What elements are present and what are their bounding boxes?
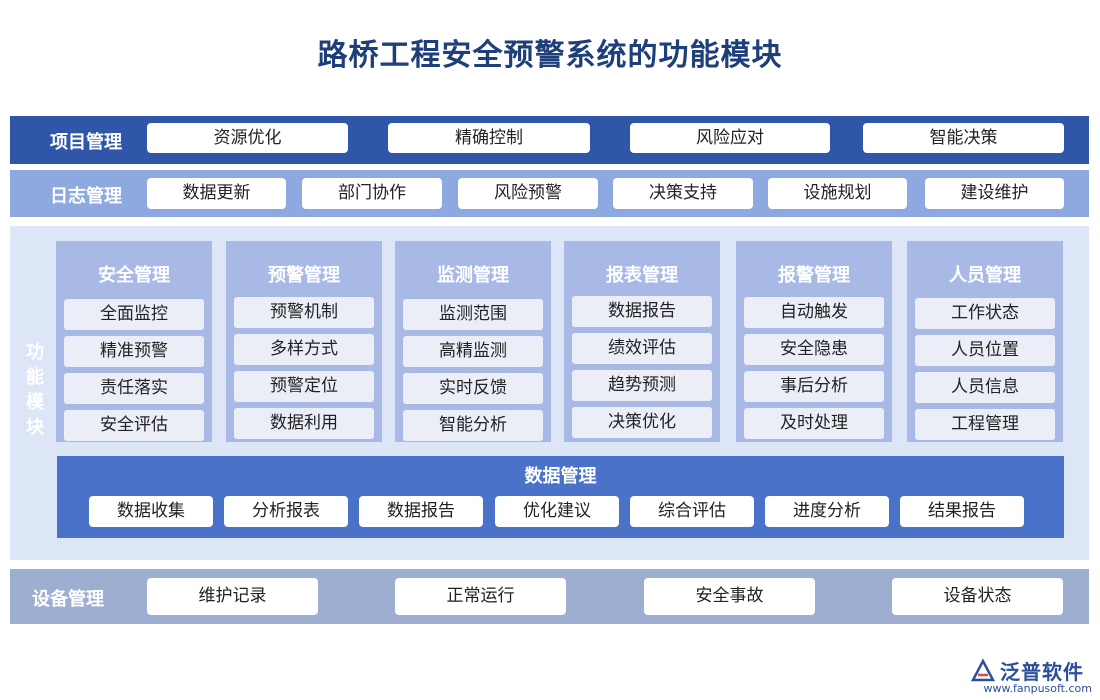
module-item: 实时反馈 xyxy=(403,373,543,404)
log-management-band: 日志管理 数据更新 部门协作 风险预警 决策支持 设施规划 建设维护 xyxy=(10,170,1089,217)
log-item: 数据更新 xyxy=(147,178,286,209)
module-item: 智能分析 xyxy=(403,410,543,441)
module-item: 及时处理 xyxy=(744,408,884,439)
module-item: 趋势预测 xyxy=(572,370,712,401)
data-management-item: 数据收集 xyxy=(89,496,213,527)
module-item: 多样方式 xyxy=(234,334,374,365)
module-item: 绩效评估 xyxy=(572,333,712,364)
data-management-item: 分析报表 xyxy=(224,496,348,527)
module-title: 报表管理 xyxy=(606,265,678,286)
log-item: 建设维护 xyxy=(925,178,1064,209)
device-management-label: 设备管理 xyxy=(32,589,104,610)
module-item: 自动触发 xyxy=(744,297,884,328)
logo-mark-icon xyxy=(970,658,996,682)
module-item: 人员位置 xyxy=(915,335,1055,366)
data-management-title: 数据管理 xyxy=(524,466,597,487)
module-warning: 预警管理 预警机制 多样方式 预警定位 数据利用 xyxy=(226,241,382,442)
module-item: 安全评估 xyxy=(64,410,204,441)
module-item: 精准预警 xyxy=(64,336,204,367)
log-item: 风险预警 xyxy=(458,178,598,209)
module-title: 人员管理 xyxy=(949,265,1021,286)
project-item: 资源优化 xyxy=(147,123,348,153)
module-title: 安全管理 xyxy=(98,265,170,286)
device-item: 设备状态 xyxy=(892,578,1063,615)
module-alarm: 报警管理 自动触发 安全隐患 事后分析 及时处理 xyxy=(736,241,892,442)
module-item: 数据报告 xyxy=(572,296,712,327)
module-item: 安全隐患 xyxy=(744,334,884,365)
module-monitoring: 监测管理 监测范围 高精监测 实时反馈 智能分析 xyxy=(395,241,551,442)
project-item: 风险应对 xyxy=(630,123,830,153)
module-item: 监测范围 xyxy=(403,299,543,330)
module-item: 预警机制 xyxy=(234,297,374,328)
module-item: 人员信息 xyxy=(915,372,1055,403)
module-item: 决策优化 xyxy=(572,407,712,438)
module-item: 工程管理 xyxy=(915,409,1055,440)
module-report: 报表管理 数据报告 绩效评估 趋势预测 决策优化 xyxy=(564,241,720,442)
log-management-label: 日志管理 xyxy=(50,186,122,207)
module-title: 预警管理 xyxy=(268,265,340,286)
device-item: 正常运行 xyxy=(395,578,566,615)
data-management-box: 数据管理 数据收集 分析报表 数据报告 优化建议 综合评估 进度分析 结果报告 xyxy=(57,456,1064,538)
module-title: 报警管理 xyxy=(778,265,850,286)
project-management-label: 项目管理 xyxy=(50,132,122,153)
data-management-item: 数据报告 xyxy=(359,496,483,527)
page-title: 路桥工程安全预警系统的功能模块 xyxy=(317,38,783,73)
log-item: 设施规划 xyxy=(768,178,907,209)
project-item: 精确控制 xyxy=(388,123,590,153)
module-personnel: 人员管理 工作状态 人员位置 人员信息 工程管理 xyxy=(907,241,1063,442)
function-module-band: 功能模块 安全管理 全面监控 精准预警 责任落实 安全评估 预警管理 预警机制 … xyxy=(10,226,1089,560)
logo-url: www.fanpusoft.com xyxy=(983,682,1092,695)
module-item: 预警定位 xyxy=(234,371,374,402)
module-safety: 安全管理 全面监控 精准预警 责任落实 安全评估 xyxy=(56,241,212,442)
device-management-band: 设备管理 维护记录 正常运行 安全事故 设备状态 xyxy=(10,569,1089,624)
module-title: 监测管理 xyxy=(437,265,509,286)
data-management-item: 优化建议 xyxy=(495,496,619,527)
module-item: 数据利用 xyxy=(234,408,374,439)
log-item: 决策支持 xyxy=(613,178,753,209)
function-module-label: 功能模块 xyxy=(26,342,44,438)
data-management-item: 结果报告 xyxy=(900,496,1024,527)
log-item: 部门协作 xyxy=(302,178,442,209)
data-management-item: 进度分析 xyxy=(765,496,889,527)
device-item: 维护记录 xyxy=(147,578,318,615)
module-item: 责任落实 xyxy=(64,373,204,404)
data-management-item: 综合评估 xyxy=(630,496,754,527)
module-item: 工作状态 xyxy=(915,298,1055,329)
module-item: 全面监控 xyxy=(64,299,204,330)
project-item: 智能决策 xyxy=(863,123,1064,153)
module-item: 事后分析 xyxy=(744,371,884,402)
module-item: 高精监测 xyxy=(403,336,543,367)
project-management-band: 项目管理 资源优化 精确控制 风险应对 智能决策 xyxy=(10,116,1089,164)
brand-logo: 泛普软件 www.fanpusoft.com xyxy=(970,656,1092,695)
device-item: 安全事故 xyxy=(644,578,815,615)
logo-name: 泛普软件 xyxy=(1000,660,1084,684)
